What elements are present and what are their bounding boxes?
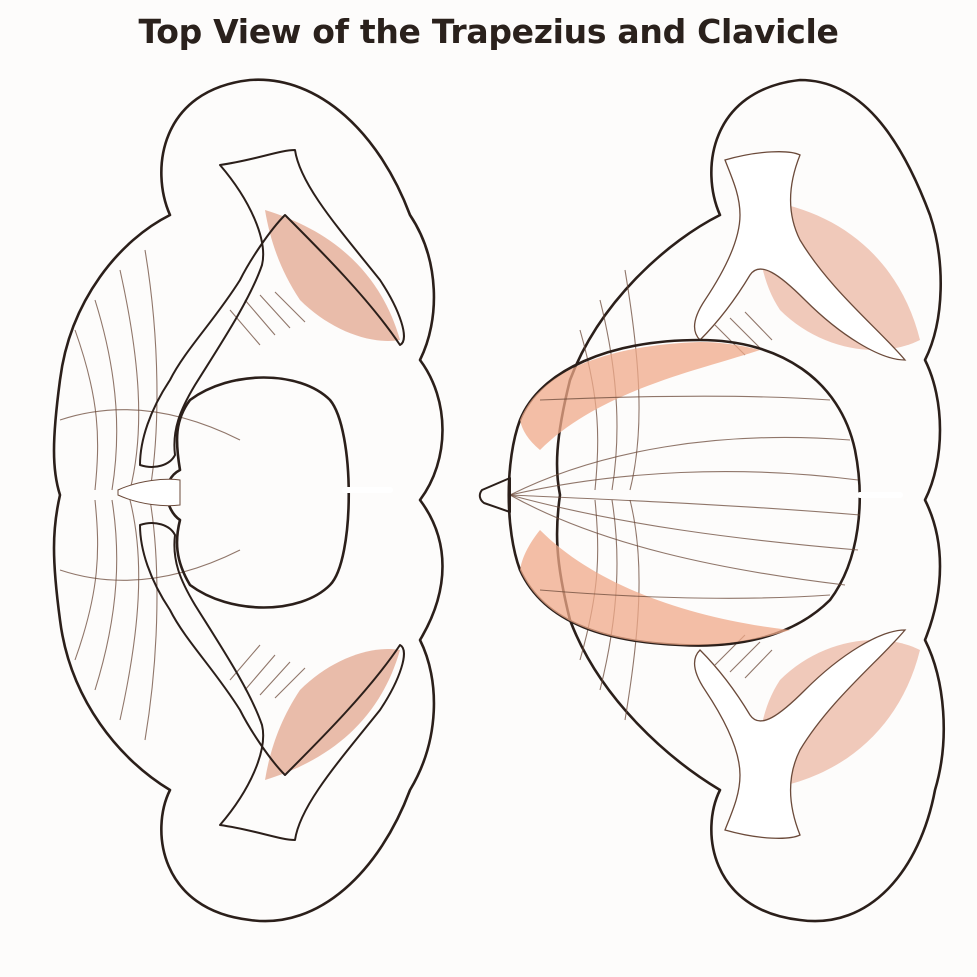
right-dome-tip bbox=[478, 477, 511, 513]
left-neck-opening bbox=[165, 376, 350, 609]
left-figure bbox=[52, 78, 444, 923]
right-dome-orange-top bbox=[520, 342, 760, 450]
right-clavicle-upper bbox=[693, 151, 907, 361]
left-clavicle-lower bbox=[139, 522, 405, 841]
right-fibers bbox=[579, 269, 640, 721]
left-upper-muscle-shade bbox=[265, 210, 400, 341]
right-clavicle-lower bbox=[693, 629, 907, 839]
left-fibers bbox=[59, 249, 241, 741]
right-striations bbox=[714, 311, 773, 679]
left-spine-notch bbox=[117, 478, 181, 507]
right-figure bbox=[478, 78, 946, 923]
left-lower-muscle-shade bbox=[265, 649, 400, 780]
diagram-title: Top View of the Trapezius and Clavicle bbox=[138, 12, 839, 51]
left-striations bbox=[229, 291, 306, 699]
right-dome-orange-bottom bbox=[520, 530, 790, 646]
left-back-outline bbox=[52, 78, 444, 923]
left-clavicle-upper bbox=[139, 149, 405, 468]
right-back-outline bbox=[555, 78, 946, 923]
right-dome-contours bbox=[509, 395, 861, 599]
